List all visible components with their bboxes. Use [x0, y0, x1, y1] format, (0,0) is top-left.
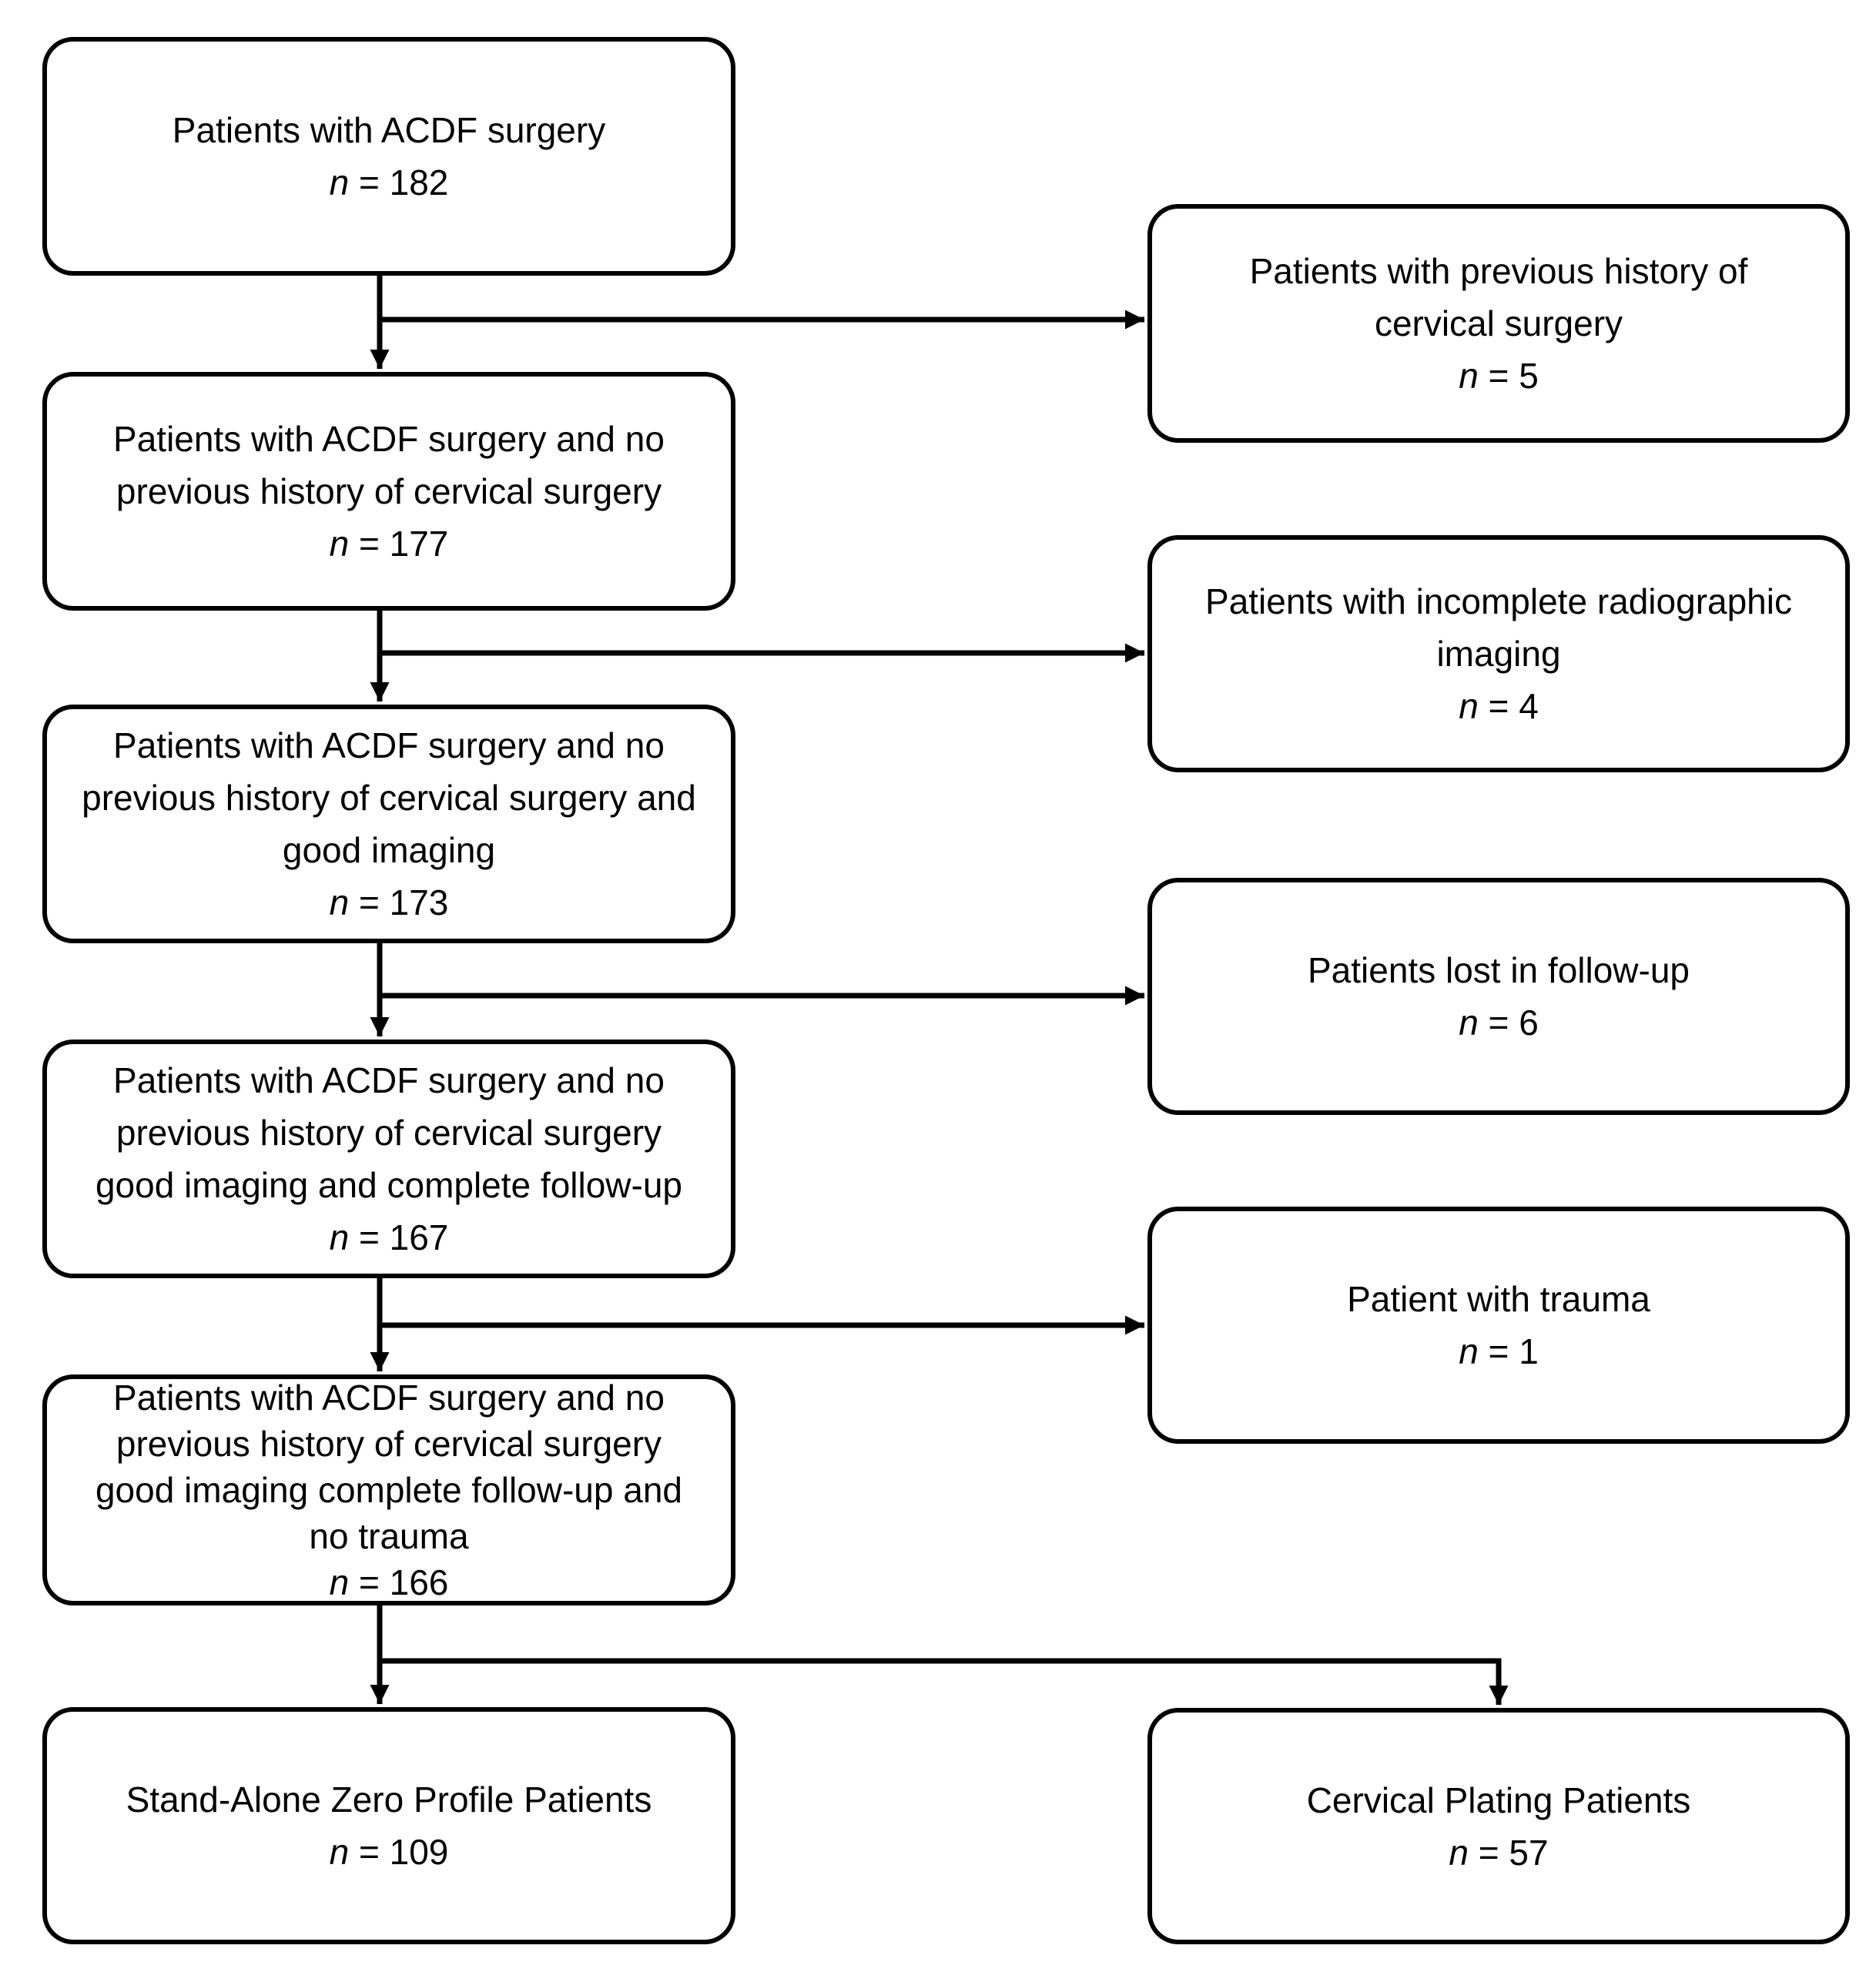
box-excl-trauma: Patient with trauma n = 1	[1147, 1207, 1850, 1444]
box-n-count: n = 109	[330, 1826, 449, 1878]
box-n-count: n = 177	[330, 517, 449, 570]
n-symbol: n	[1459, 356, 1479, 396]
box-n-count: n = 1	[1459, 1325, 1539, 1378]
box-label: Patients with ACDF surgery	[172, 110, 606, 150]
n-symbol: n	[329, 882, 350, 922]
n-value: = 109	[349, 1832, 449, 1872]
n-value: = 5	[1478, 356, 1539, 396]
n-symbol: n	[329, 162, 350, 203]
box-good-imaging: Patients with ACDF surgery and no previo…	[42, 705, 735, 943]
n-symbol: n	[1459, 1003, 1479, 1043]
arrow-step5-cervical-plating	[380, 1658, 1509, 1705]
n-value: = 6	[1478, 1003, 1539, 1043]
n-value: = 167	[349, 1217, 449, 1257]
n-value: = 182	[349, 162, 449, 203]
box-n-count: n = 6	[1459, 996, 1539, 1049]
box-n-count: n = 4	[1459, 680, 1539, 732]
box-n-count: n = 166	[330, 1559, 449, 1605]
box-excl-lost-followup: Patients lost in follow-up n = 6	[1147, 878, 1850, 1115]
box-label: Patients with ACDF surgery and no previo…	[113, 419, 665, 511]
box-label: Cervical Plating Patients	[1306, 1780, 1691, 1820]
box-n-count: n = 57	[1449, 1826, 1548, 1879]
n-symbol: n	[329, 1832, 350, 1872]
box-label: Patients with ACDF surgery and no previo…	[95, 1378, 683, 1556]
box-acdf-total: Patients with ACDF surgery n = 182	[42, 37, 735, 276]
box-no-previous-surgery: Patients with ACDF surgery and no previo…	[42, 372, 735, 611]
box-n-count: n = 182	[330, 156, 449, 209]
n-value: = 57	[1469, 1832, 1549, 1873]
n-symbol: n	[329, 1562, 350, 1602]
n-value: = 4	[1478, 686, 1539, 726]
box-excl-incomplete-imaging: Patients with incomplete radiographic im…	[1147, 535, 1850, 772]
box-no-trauma: Patients with ACDF surgery and no previo…	[42, 1374, 735, 1605]
n-symbol: n	[1449, 1832, 1469, 1873]
n-symbol: n	[329, 1217, 350, 1257]
box-label: Patients with incomplete radiographic im…	[1205, 581, 1792, 674]
box-cervical-plating: Cervical Plating Patients n = 57	[1147, 1708, 1850, 1944]
box-label: Patient with trauma	[1347, 1279, 1650, 1319]
n-value: = 177	[349, 524, 449, 564]
box-zero-profile: Stand-Alone Zero Profile Patients n = 10…	[42, 1707, 735, 1944]
box-label: Stand-Alone Zero Profile Patients	[126, 1780, 652, 1820]
box-label: Patients with ACDF surgery and no previo…	[95, 1060, 683, 1205]
box-complete-followup: Patients with ACDF surgery and no previo…	[42, 1040, 735, 1278]
box-label: Patients lost in follow-up	[1307, 950, 1690, 990]
n-symbol: n	[329, 524, 350, 564]
n-value: = 166	[349, 1562, 449, 1602]
box-n-count: n = 173	[330, 876, 449, 929]
box-n-count: n = 5	[1459, 350, 1539, 402]
box-label: Patients with previous history of cervic…	[1249, 251, 1748, 343]
n-symbol: n	[1459, 686, 1479, 726]
box-label: Patients with ACDF surgery and no previo…	[82, 725, 696, 870]
n-symbol: n	[1459, 1331, 1479, 1371]
box-excl-previous-surgery: Patients with previous history of cervic…	[1147, 204, 1850, 443]
n-value: = 173	[349, 882, 449, 922]
n-value: = 1	[1478, 1331, 1539, 1371]
box-n-count: n = 167	[330, 1211, 449, 1264]
